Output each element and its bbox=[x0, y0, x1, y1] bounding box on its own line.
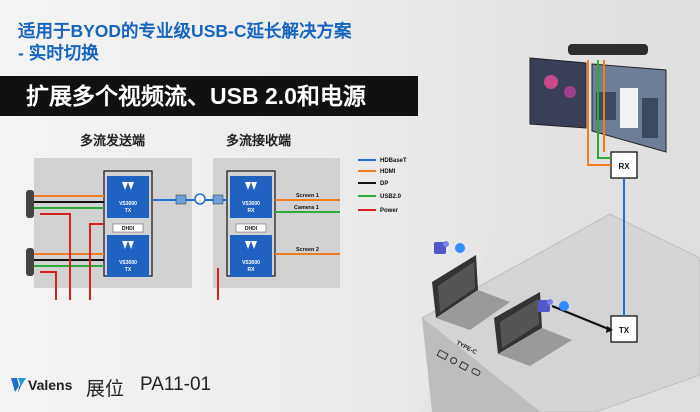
sender-chip-2 bbox=[107, 235, 149, 277]
video-call-participants bbox=[544, 75, 658, 138]
ethernet-port-icon bbox=[212, 194, 224, 205]
chip-type: RX bbox=[248, 208, 256, 214]
legend-label-usb: USB2.0 bbox=[380, 194, 402, 200]
laptop-left bbox=[432, 255, 510, 330]
camera-1-label: Camera 1 bbox=[294, 205, 319, 211]
cable-loop-icon bbox=[194, 193, 206, 205]
rx-label: RX bbox=[618, 162, 630, 171]
teams-icon bbox=[434, 241, 449, 254]
valens-logo-icon bbox=[11, 378, 26, 393]
banner-text: 扩展多个视频流、USB 2.0和电源 bbox=[26, 83, 366, 109]
valens-chip-icon bbox=[122, 182, 257, 249]
sender-label: 多流发送端 bbox=[80, 133, 146, 148]
legend-label-power: Power bbox=[380, 208, 399, 214]
screen-1-label: Screen 1 bbox=[296, 193, 319, 199]
receiver-chip-group bbox=[226, 170, 276, 277]
usb-port-icon bbox=[450, 357, 458, 365]
chip-type: RX bbox=[248, 267, 256, 273]
network-port-icon bbox=[458, 361, 469, 371]
usb-c-connector-icon bbox=[26, 190, 34, 218]
screen-2-label: Screen 2 bbox=[296, 247, 319, 253]
legend-label-hdbaset: HDBaseT bbox=[380, 158, 407, 164]
chip-name: VS3000 bbox=[119, 260, 137, 266]
title-line-1: 适用于BYOD的专业级USB-C延长解决方案 bbox=[18, 21, 352, 41]
chip-name: VS3000 bbox=[242, 260, 260, 266]
laptop-right bbox=[494, 292, 572, 366]
usb-c-connector-icon bbox=[26, 248, 34, 276]
brand-name: Valens bbox=[28, 377, 73, 393]
tx-box bbox=[610, 315, 638, 343]
conference-table bbox=[421, 213, 700, 412]
ethernet-port-icon bbox=[175, 194, 187, 205]
chip-name: VS3000 bbox=[242, 201, 260, 207]
legend: HDBaseT HDMI DP USB2.0 Power bbox=[358, 158, 407, 214]
sender-chip-group bbox=[103, 170, 153, 277]
page-title: 适用于BYOD的专业级USB-C延长解决方案 - 实时切换 bbox=[18, 20, 438, 64]
receiver-label: 多流接收端 bbox=[226, 133, 292, 148]
dhdi-label: DHDI bbox=[245, 226, 258, 232]
dhdi-label: DHDI bbox=[122, 226, 135, 232]
booth-number: PA11-01 bbox=[140, 374, 212, 395]
chip-type: TX bbox=[125, 208, 132, 214]
type-c-port-icon bbox=[471, 368, 481, 376]
tx-label: TX bbox=[619, 326, 630, 335]
zoom-icon bbox=[559, 301, 569, 311]
banner bbox=[0, 76, 418, 116]
screen-left bbox=[529, 57, 587, 129]
sender-chip-1 bbox=[107, 176, 149, 218]
monitor-port-icon bbox=[436, 349, 449, 361]
zoom-icon bbox=[455, 243, 465, 253]
receiver-chip-1 bbox=[230, 176, 272, 218]
chip-name: VS3000 bbox=[119, 201, 137, 207]
soundbar-camera bbox=[568, 44, 648, 55]
chip-type: TX bbox=[125, 267, 132, 273]
legend-label-dp: DP bbox=[380, 181, 388, 187]
receiver-chip-2 bbox=[230, 235, 272, 277]
legend-label-hdmi: HDMI bbox=[380, 169, 396, 175]
title-line-2: - 实时切换 bbox=[18, 43, 99, 63]
booth-label: 展位 bbox=[86, 379, 125, 400]
teams-icon bbox=[538, 299, 553, 312]
